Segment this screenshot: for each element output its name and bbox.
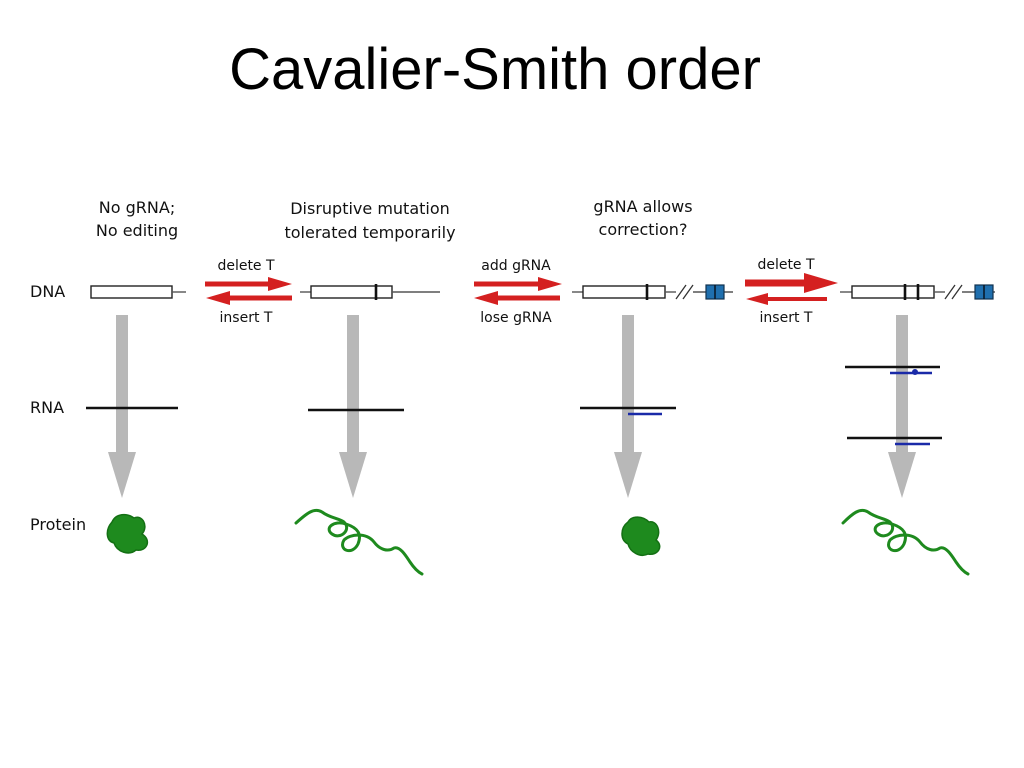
row-label-dna: DNA: [30, 282, 65, 301]
reverse-arrow-icon: [746, 293, 768, 305]
folded-protein-icon: [621, 516, 661, 556]
stage-3-rna: [580, 406, 676, 416]
forward-arrow-icon: [268, 277, 292, 291]
transition-1: delete T insert T: [205, 258, 292, 326]
row-label-protein: Protein: [30, 515, 86, 534]
stage-3-caption-line1: gRNA allows: [593, 197, 692, 216]
stage-2-caption-line1: Disruptive mutation: [290, 199, 450, 218]
misfolded-protein-icon: [294, 508, 424, 576]
reverse-arrow-icon: [474, 291, 498, 305]
stage-1-caption-line2: No editing: [96, 221, 178, 240]
stage-4-dna: [840, 284, 995, 300]
forward-arrow-icon: [804, 273, 838, 293]
forward-arrow-icon: [538, 277, 562, 291]
folded-protein-icon: [106, 513, 149, 554]
transition-3: delete T insert T: [745, 257, 838, 326]
flow-arrow-stage-2: [339, 315, 367, 498]
flow-arrow-stage-4: [888, 315, 916, 498]
down-arrow-icon: [614, 452, 642, 498]
transition-1-forward-label: delete T: [217, 258, 275, 274]
transition-2: add gRNA lose gRNA: [474, 258, 562, 326]
page-title: Cavalier-Smith order: [229, 37, 761, 102]
misfolded-protein-icon: [841, 508, 970, 576]
stage-2-dna: [300, 284, 440, 300]
row-label-rna: RNA: [30, 398, 64, 417]
transition-3-reverse-label: insert T: [760, 310, 813, 326]
flow-arrow-stage-3: [614, 315, 642, 498]
stage-2-caption-line2: tolerated temporarily: [284, 223, 455, 242]
stage-1-dna: [90, 285, 186, 299]
transition-1-reverse-label: insert T: [220, 310, 273, 326]
stage-1-caption-line1: No gRNA;: [99, 198, 175, 217]
stage-3-caption-line2: correction?: [599, 220, 688, 239]
transition-2-forward-label: add gRNA: [481, 258, 551, 274]
stage-4-rna: [845, 365, 942, 446]
down-arrow-icon: [888, 452, 916, 498]
flow-arrow-stage-1: [108, 315, 136, 498]
down-arrow-icon: [339, 452, 367, 498]
reverse-arrow-icon: [206, 291, 230, 305]
stage-3-dna: [572, 284, 733, 300]
down-arrow-icon: [108, 452, 136, 498]
transition-3-forward-label: delete T: [757, 257, 815, 273]
transition-2-reverse-label: lose gRNA: [480, 310, 552, 326]
